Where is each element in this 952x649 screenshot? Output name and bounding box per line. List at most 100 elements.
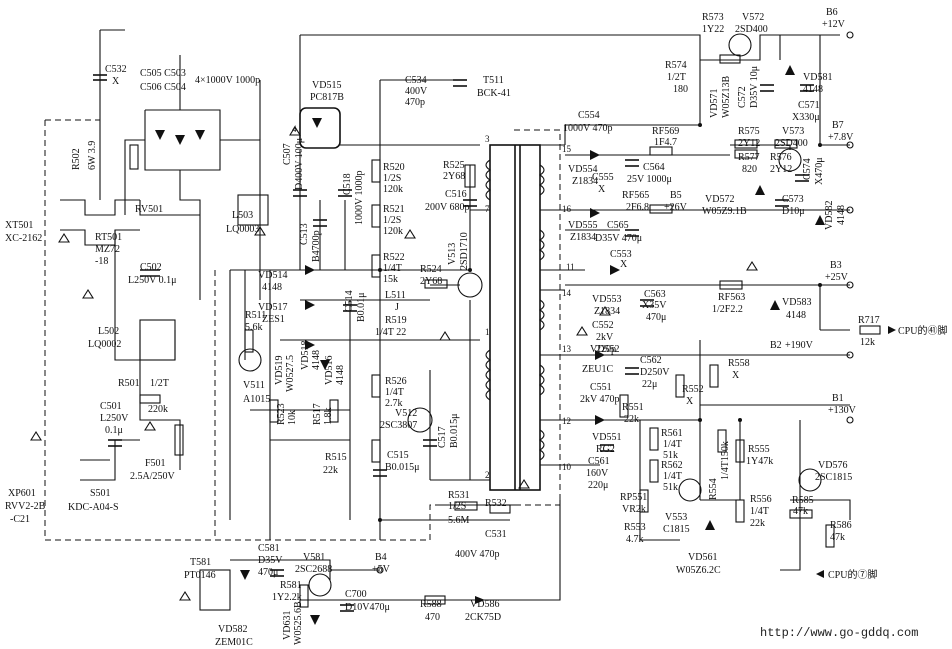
label-rv501: RV501 [135,204,163,215]
label-v572-value: 2SD400 [735,24,768,35]
label-vd583: VD583 [782,297,811,308]
label-c517: C517 [437,426,448,448]
label-c534-v1: 400V [405,86,428,97]
label-c505: C505 C503 [140,68,186,79]
label-vd582b: VD582 [824,201,835,230]
label-xp601-v1: RVV2-2B [5,501,46,512]
label-t511: T511 [483,75,504,86]
label-r556-v2: 22k [750,518,765,529]
label-s501-value: KDC-A04-S [68,502,119,513]
label-r515-value: 22k [323,465,338,476]
label-r515: R515 [325,452,347,463]
label-vd515-value: PC817B [310,92,344,103]
label-c514-value: B0.01μ [356,292,367,322]
label-vd576-value: 2SC1815 [815,472,852,483]
label-c515-value: B0.015μ [385,462,420,473]
label-r532: R532 [485,498,507,509]
label-r556-v1: 1/4T [750,506,769,517]
label-v512-value: 2SC3807 [380,420,417,431]
label-vd518: VD518 [300,341,311,370]
label-r520: R520 [383,162,405,173]
label-c553: C553 [610,249,632,260]
pin-12: 12 [562,416,571,426]
label-c531-value: 400V 470p [455,549,500,560]
pin-13: 13 [562,344,572,354]
label-s501: S501 [90,488,111,499]
label-r511: R511 [245,310,266,321]
label-c555: C555 [592,172,614,183]
label-vd586: VD586 [470,599,499,610]
label-c517-value: B0.015μ [449,413,460,448]
label-r501: R501 [118,378,140,389]
label-vd583-value: 4148 [786,310,806,321]
label-c572: C572 [737,86,748,108]
label-l502: L502 [98,326,119,337]
label-b1-value: +130V [828,405,857,416]
label-c50x-value: 4×1000V 1000p [195,75,260,86]
label-cpu7: CPU的⑦脚 [828,568,877,581]
label-xp601: XP601 [8,488,36,499]
label-c507-value: D400V 100μ [294,138,305,190]
label-v511-value: A1015 [243,394,270,405]
label-rf569-value: 1F4.7 [654,137,677,148]
label-c700: C700 [345,589,367,600]
label-r562-v2: 51k [663,482,678,493]
label-vd516-value: 4148 [335,365,346,385]
label-r577-value: 820 [742,164,757,175]
pin-11: 11 [566,262,575,272]
label-r551-value: 22k [624,414,639,425]
label-r524: R524 [420,264,442,275]
label-r525: R525 [443,160,465,171]
label-c565: C565 [607,220,629,231]
label-c514: C514 [344,290,355,312]
label-vd519: VD519 [274,356,285,385]
label-r561-v2: 51k [663,450,678,461]
label-vd551: VD551 [592,432,621,443]
label-r501-v1: 1/2T [150,378,169,389]
label-r717: R717 [858,315,880,326]
label-t511-model: BCK-41 [477,88,511,99]
label-r521-v1: 1/2S [383,215,401,226]
label-rp551: RP551 [620,492,647,503]
label-c515: C515 [387,450,409,461]
label-vd519-value: W0527.5 [285,355,296,392]
label-b7: B7 [832,120,844,131]
label-r522: R522 [383,252,405,263]
label-vd571: VD571 [709,89,720,118]
label-c501-v1: L250V [100,413,129,424]
label-vd517: VD517 [258,302,287,313]
label-c516: C516 [445,189,467,200]
label-c574: C574 [802,158,813,180]
label-vd552-value: ZEU1C [582,364,613,375]
label-b3: B3 [830,260,842,271]
label-r501-v2: 220k [148,404,168,415]
label-c554: C554 [578,110,600,121]
label-v513-value: 2SD1710 [459,232,470,270]
label-r520-v2: 120k [383,184,403,195]
label-vd514: VD514 [258,270,287,281]
label-vd586-value: 2CK75D [465,612,501,623]
label-r525-value: 2Y68 [443,171,465,182]
label-vd555: VD555 [568,220,597,231]
label-r526-v2: 2.7k [385,398,403,409]
label-r502: R502 [71,148,82,170]
label-c561-v1: 160V [586,468,609,479]
label-vd517-value: ZES1 [262,314,285,325]
label-c700-value: D10V470μ [345,602,390,613]
label-r531-v1: 1/2S [448,501,466,512]
label-vd514-value: 4148 [262,282,282,293]
label-vd576: VD576 [818,460,847,471]
label-c502-value: L250V 0.1μ [128,275,177,286]
label-c554-value: 1000V 470p [563,123,613,134]
label-c565-value: D35V 470μ [595,233,642,244]
label-t581: T581 [190,557,211,568]
label-c562: C562 [640,355,662,366]
label-r552-value: X [686,396,694,407]
label-c502: C502 [140,262,162,273]
label-r588: R588 [420,599,442,610]
label-vd554-value: Z1834 [572,176,598,187]
label-r521-v2: 120k [383,226,403,237]
label-vd572: VD572 [705,194,734,205]
label-xt501-value: XC-2162 [5,233,42,244]
